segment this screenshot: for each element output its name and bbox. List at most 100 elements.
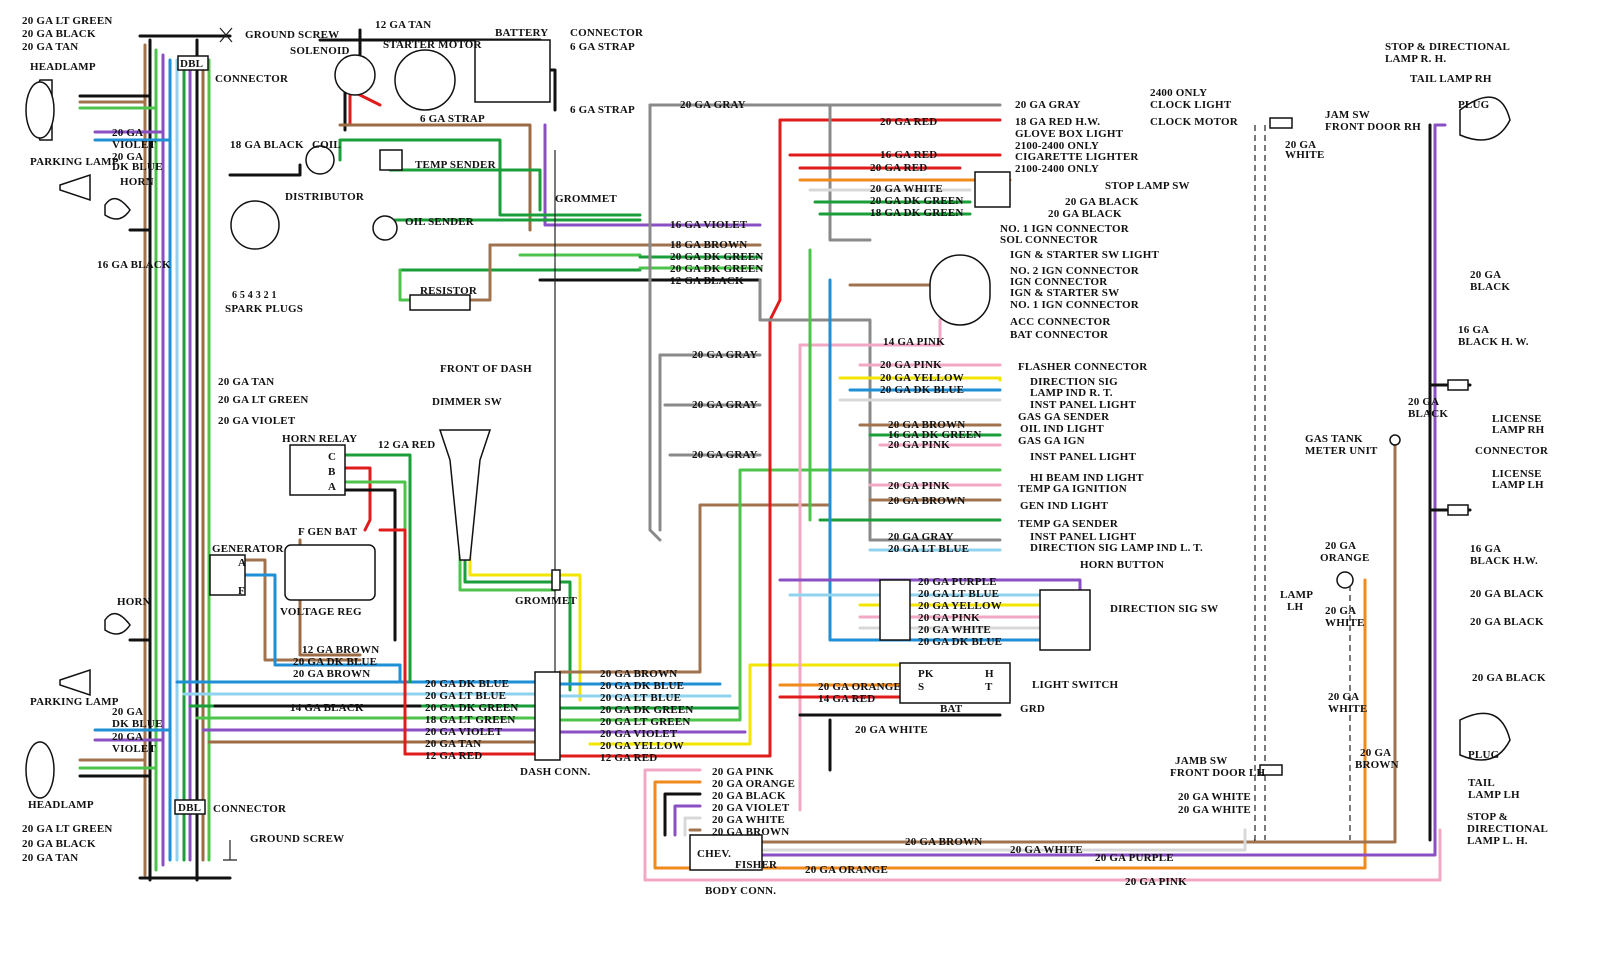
label-trunk-ltgreen: 20 GA LT GREEN xyxy=(218,394,309,406)
starter-motor-icon xyxy=(394,49,456,111)
label-parking-lamp-top: PARKING LAMP xyxy=(30,156,119,168)
label-r-ignstart: IGN & STARTER SW LIGHT xyxy=(1010,249,1160,261)
label-r-ignsw: IGN & STARTER SW xyxy=(1010,287,1119,299)
label-jamb-white1: 20 GA WHITE xyxy=(1178,791,1251,803)
label-ground-screw-bottom: GROUND SCREW xyxy=(250,833,344,845)
label-jam-sw: JAM SW xyxy=(1325,109,1370,121)
horn-top-icon xyxy=(104,197,131,220)
label-i-temp: TEMP GA IGNITION xyxy=(1018,483,1127,495)
label-bot-pink: 20 GA PINK xyxy=(1125,876,1187,888)
label-strap3: 6 GA STRAP xyxy=(420,113,485,125)
label-voltage-reg: VOLTAGE REG xyxy=(280,606,362,618)
label-r-redhw: 18 GA RED H.W. xyxy=(1015,116,1100,128)
grommet-bundle xyxy=(638,223,762,282)
label-rr-blackhw-1: 16 GA xyxy=(1458,324,1489,336)
label-license-lamp-rh-1: LICENSE xyxy=(1492,413,1542,425)
label-gray-3: 20 GA GRAY xyxy=(692,449,758,461)
label-i-dirsig-rt2: LAMP IND R. T. xyxy=(1030,387,1113,399)
label-reg-brown2: 20 GA BROWN xyxy=(293,668,370,680)
label-batt-tan: 12 GA TAN xyxy=(375,19,431,31)
label-trunk-violet: 20 GA VIOLET xyxy=(218,415,296,427)
label-relay-b: B xyxy=(328,466,336,478)
label-c-dkgreen: 16 GA DK GREEN xyxy=(888,429,982,441)
label-dc-r-dkgreen: 20 GA DK GREEN xyxy=(600,704,694,716)
label-grommet-violet: 16 GA VIOLET xyxy=(670,219,748,231)
label-ds-ltblue: 20 GA LT BLUE xyxy=(918,588,999,600)
label-bc-pink: 20 GA PINK xyxy=(712,766,774,778)
label-strap1: 6 GA STRAP xyxy=(570,41,635,53)
label-ls-white: 20 GA WHITE xyxy=(855,724,928,736)
label-coil-black: 18 GA BLACK xyxy=(230,139,304,151)
label-lamp-rh: LAMP R. H. xyxy=(1385,53,1446,65)
label-rl-white2-2: WHITE xyxy=(1328,703,1368,715)
ignition-wires xyxy=(778,153,1082,812)
label-plug-bottom: PLUG xyxy=(1468,749,1500,761)
label-grommet-dkgreen2: 20 GA DK GREEN xyxy=(670,263,764,275)
label-strap2: 6 GA STRAP xyxy=(570,104,635,116)
label-lamp-lh-2: LH xyxy=(1287,601,1304,613)
label-i-inst1: INST PANEL LIGHT xyxy=(1030,399,1137,411)
horn-bottom-icon xyxy=(104,612,131,635)
ignition-sw-icon xyxy=(929,254,991,326)
parking-lamp-bottom xyxy=(59,668,91,697)
label-plug-top: PLUG xyxy=(1458,99,1490,111)
label-dc-r-brown: 20 GA BROWN xyxy=(600,668,677,680)
label-trunk-tan: 20 GA TAN xyxy=(218,376,274,388)
label-jam-white-2: WHITE xyxy=(1285,149,1325,161)
label-grommet-mid: GROMMET xyxy=(515,595,577,607)
label-connector-right: CONNECTOR xyxy=(1475,445,1549,457)
labels: 20 GA LT GREEN 20 GA BLACK 20 GA TAN HEA… xyxy=(22,15,1549,897)
label-ground-screw-top: GROUND SCREW xyxy=(245,29,339,41)
label-c-ltblue: 20 GA LT BLUE xyxy=(888,543,969,555)
label-dbl-bottom: DBL xyxy=(178,802,201,814)
label-bc-orange: 20 GA ORANGE xyxy=(712,778,795,790)
label-r-2100b: 2100-2400 ONLY xyxy=(1015,163,1099,175)
label-r-ign1b: NO. 1 IGN CONNECTOR xyxy=(1010,299,1140,311)
label-light-switch: LIGHT SWITCH xyxy=(1032,679,1118,691)
label-tl-black: 20 GA BLACK xyxy=(22,28,96,40)
ground-symbol-top xyxy=(219,27,233,43)
label-r-stop-sw: STOP LAMP SW xyxy=(1105,180,1190,192)
label-coil: COIL xyxy=(312,139,341,151)
gray-wires xyxy=(648,103,1002,542)
label-gas-tank-1: GAS TANK xyxy=(1305,433,1363,445)
label-r-ign: IGN CONNECTOR xyxy=(1010,276,1108,288)
label-r-clock-motor: CLOCK MOTOR xyxy=(1150,116,1239,128)
label-r-ign2: NO. 2 IGN CONNECTOR xyxy=(1010,265,1140,277)
label-horn-button: HORN BUTTON xyxy=(1080,559,1164,571)
label-ls-grd: GRD xyxy=(1020,703,1045,715)
label-horn-black: 16 GA BLACK xyxy=(97,259,171,271)
label-rr-black4: 20 GA BLACK xyxy=(1470,616,1544,628)
label-rl-brown-2: BROWN xyxy=(1355,759,1399,771)
label-bot-white: 20 GA WHITE xyxy=(1010,844,1083,856)
label-r-gray: 20 GA GRAY xyxy=(1015,99,1081,111)
label-resistor: RESISTOR xyxy=(420,285,478,297)
label-generator: GENERATOR xyxy=(212,543,285,555)
label-battery: BATTERY xyxy=(495,27,548,39)
label-c-brown: 20 GA BROWN xyxy=(888,419,965,431)
grommet-mid-icon xyxy=(551,569,561,591)
label-i-gasign: GAS GA IGN xyxy=(1018,435,1085,447)
label-i-inst2: INST PANEL LIGHT xyxy=(1030,451,1137,463)
label-horn-bottom: HORN xyxy=(117,596,151,608)
temp-sender-icon xyxy=(379,149,403,171)
label-spark-plugs: SPARK PLUGS xyxy=(225,303,303,315)
label-pk-dkblue-1: 20 GA xyxy=(112,151,143,163)
label-c-pink3: 20 GA PINK xyxy=(888,480,950,492)
dbl-connector-bottom xyxy=(174,799,206,815)
label-jamb-white2: 20 GA WHITE xyxy=(1178,804,1251,816)
battery-icon xyxy=(474,39,551,103)
label-chev: CHEV. xyxy=(697,848,731,860)
label-rl-brown-1: 20 GA xyxy=(1360,747,1391,759)
label-ign-red: 20 GA RED xyxy=(880,116,937,128)
label-dbl-top: DBL xyxy=(180,58,203,70)
label-ds-white: 20 GA WHITE xyxy=(918,624,991,636)
label-dc-l-red: 12 GA RED xyxy=(425,750,482,762)
label-gray-1: 20 GA GRAY xyxy=(692,349,758,361)
label-pk-violet-1: 20 GA xyxy=(112,127,143,139)
label-rr-black3: 20 GA BLACK xyxy=(1470,588,1544,600)
label-stop-dir-lh-1: STOP & xyxy=(1467,811,1508,823)
label-r-2100a: 2100-2400 ONLY xyxy=(1015,140,1099,152)
label-r-black1: 20 GA BLACK xyxy=(1065,196,1139,208)
